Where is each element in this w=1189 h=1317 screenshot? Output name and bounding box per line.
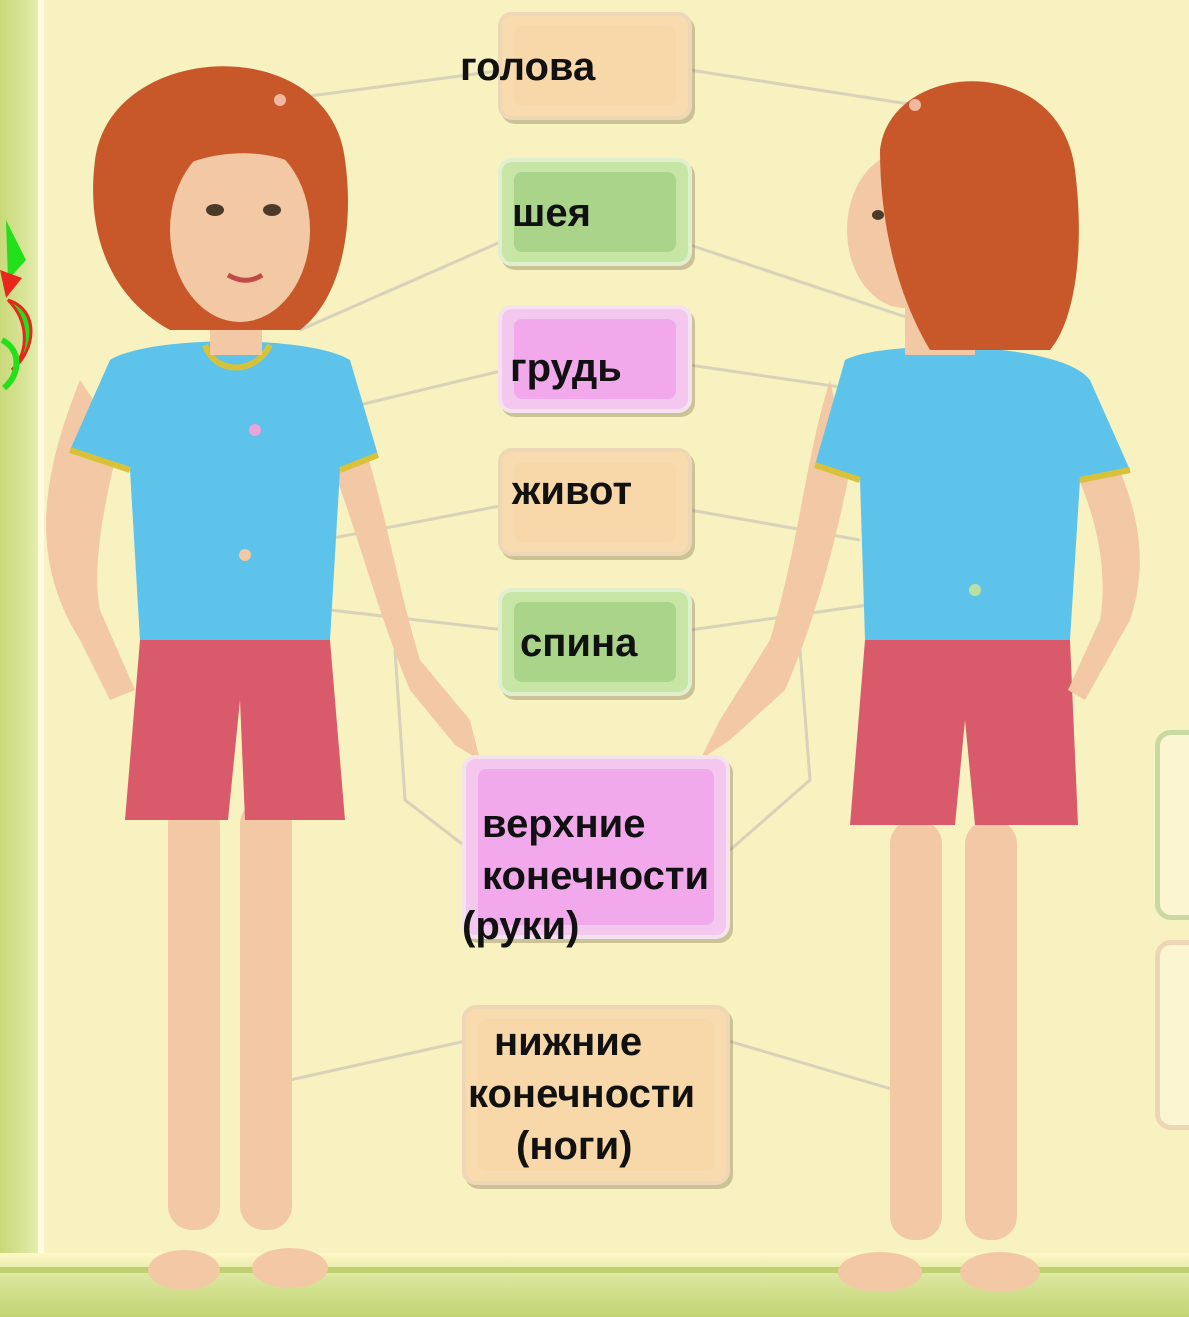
- label-neck-text: шея: [512, 192, 591, 234]
- label-back-text: спина: [520, 622, 637, 664]
- label-belly-text: живот: [512, 470, 632, 512]
- label-upper-limbs: верхние конечности (руки): [462, 755, 730, 939]
- label-belly: живот: [498, 448, 692, 556]
- label-lower-limbs-line3: (ноги): [516, 1125, 632, 1167]
- girl-back-figure: [700, 81, 1140, 1292]
- label-lower-limbs: нижние конечности (ноги): [462, 1005, 730, 1185]
- label-upper-limbs-line3: (руки): [462, 905, 579, 947]
- label-chest: грудь: [498, 305, 692, 413]
- label-neck: шея: [498, 158, 692, 266]
- label-upper-limbs-line1: верхние: [482, 803, 645, 845]
- label-upper-limbs-inner: [478, 769, 714, 925]
- label-upper-limbs-line2: конечности: [482, 855, 709, 897]
- girl-front-figure: [46, 66, 480, 1290]
- label-head: голова: [498, 12, 692, 120]
- label-lower-limbs-line1: нижние: [494, 1021, 642, 1063]
- label-head-text: голова: [460, 46, 595, 88]
- label-back: спина: [498, 588, 692, 696]
- label-lower-limbs-line2: конечности: [468, 1073, 695, 1115]
- label-chest-text: грудь: [510, 347, 622, 389]
